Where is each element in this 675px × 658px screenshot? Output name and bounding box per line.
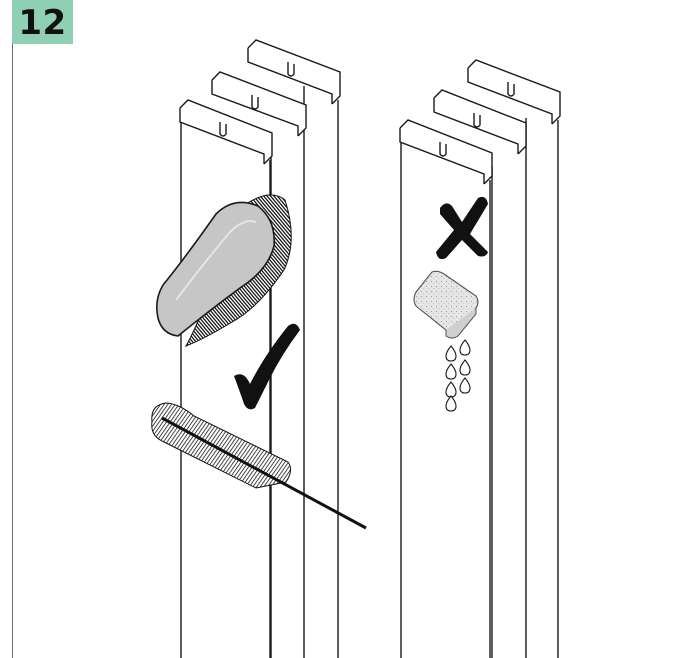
fabric-slat-icon <box>467 59 561 658</box>
bottle-brush-icon <box>151 402 367 530</box>
brush-icon <box>156 194 292 347</box>
fabric-slat-icon <box>399 119 493 658</box>
check-mark-icon <box>234 323 300 410</box>
step-badge: 12 <box>12 0 73 44</box>
cross-mark-icon <box>436 196 488 260</box>
water-drops-icon <box>445 339 471 412</box>
fabric-slat-icon <box>247 39 341 658</box>
page-border-line <box>12 44 13 658</box>
fabric-slat-icon <box>179 99 273 658</box>
sponge-icon <box>413 270 479 339</box>
fabric-slat-icon <box>211 71 307 658</box>
step-number: 12 <box>18 3 67 43</box>
left-slat-group <box>179 39 341 658</box>
right-slat-group <box>399 59 561 658</box>
fabric-slat-icon <box>433 89 527 658</box>
